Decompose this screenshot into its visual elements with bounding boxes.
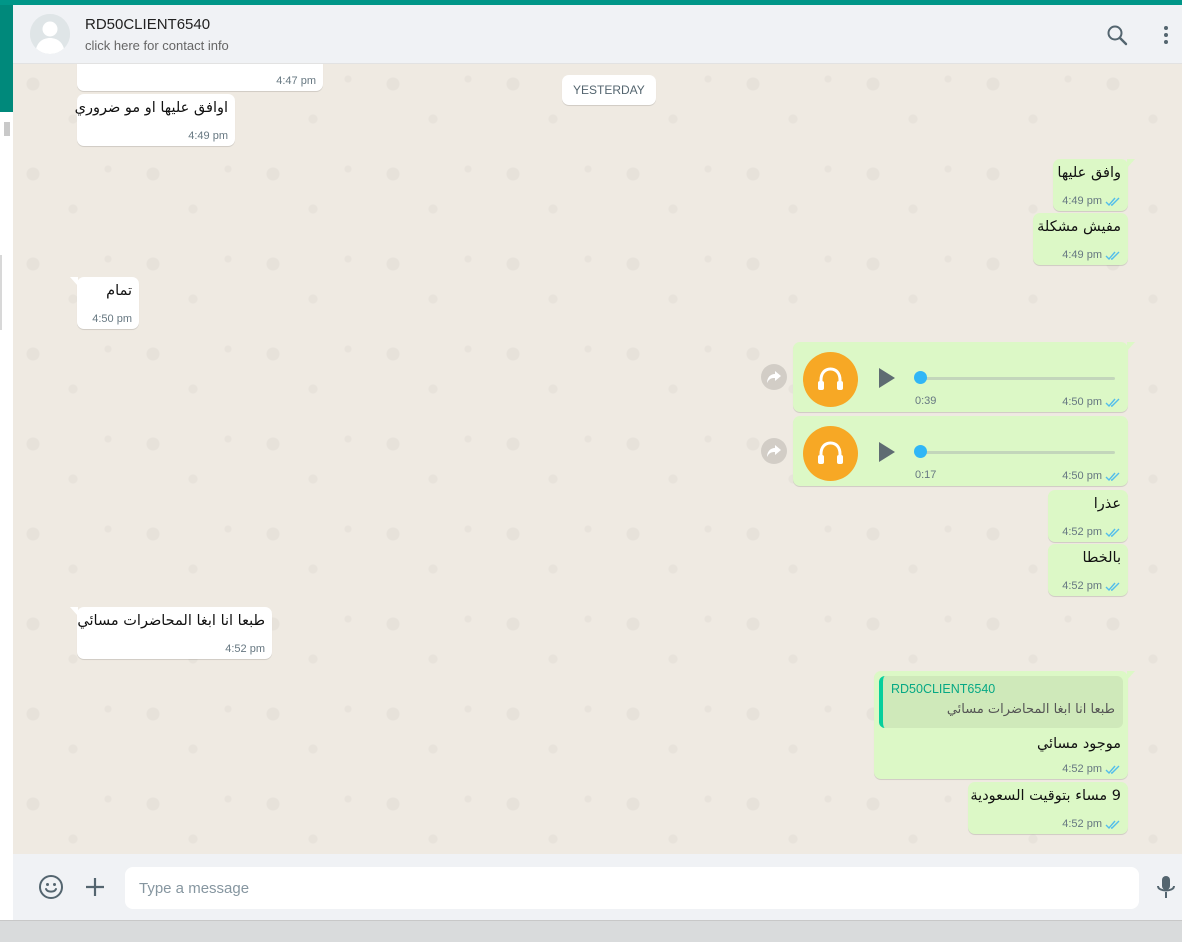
message-time: 4:52 pm bbox=[1062, 818, 1102, 830]
chat-list-scroll-track bbox=[0, 255, 2, 330]
message-time: 4:50 pm bbox=[1062, 470, 1102, 482]
double-check-icon bbox=[1105, 197, 1120, 206]
headphones-icon bbox=[803, 426, 858, 481]
message-text: وافق عليها bbox=[1057, 165, 1121, 181]
chat-list-scrollbar[interactable] bbox=[4, 122, 10, 136]
contact-name[interactable]: RD50CLIENT6540 bbox=[85, 16, 211, 33]
double-check-icon bbox=[1105, 472, 1120, 481]
message-time: 4:52 pm bbox=[1062, 526, 1102, 538]
message-text: بالخطا bbox=[1082, 550, 1121, 566]
message-text: عذرا bbox=[1093, 496, 1121, 512]
message-list[interactable]: YESTERDAY 4:47 pm اوافق عليها او مو ضرور… bbox=[13, 64, 1182, 854]
play-icon[interactable] bbox=[877, 440, 897, 469]
avatar-icon[interactable] bbox=[30, 14, 70, 54]
message-bubble-incoming[interactable]: 4:47 pm bbox=[77, 64, 323, 91]
voice-progress-track[interactable] bbox=[920, 377, 1115, 380]
message-bubble-outgoing[interactable]: عذرا 4:52 pm bbox=[1048, 490, 1128, 542]
message-text: مفيش مشكلة bbox=[1037, 219, 1121, 235]
message-time: 4:49 pm bbox=[1062, 249, 1102, 261]
chat-list-edge bbox=[0, 112, 14, 920]
message-bubble-outgoing[interactable]: وافق عليها 4:49 pm bbox=[1053, 159, 1135, 211]
contact-info-hint[interactable]: click here for contact info bbox=[85, 38, 229, 53]
play-icon[interactable] bbox=[877, 366, 897, 395]
top-accent-bar bbox=[0, 0, 1182, 5]
voice-message-outgoing[interactable]: 0:39 4:50 pm bbox=[793, 342, 1135, 412]
voice-duration: 0:17 bbox=[915, 469, 937, 481]
forward-icon[interactable] bbox=[761, 438, 787, 464]
message-time: 4:49 pm bbox=[1062, 195, 1102, 207]
quoted-text: طبعا انا ابغا المحاضرات مسائي bbox=[946, 702, 1115, 717]
voice-duration: 0:39 bbox=[915, 395, 937, 407]
message-time: 4:52 pm bbox=[225, 643, 265, 655]
date-divider: YESTERDAY bbox=[562, 75, 656, 105]
voice-progress-track[interactable] bbox=[920, 451, 1115, 454]
quoted-sender: RD50CLIENT6540 bbox=[891, 682, 996, 696]
message-text: طبعا انا ابغا المحاضرات مسائي bbox=[77, 613, 265, 629]
message-time: 4:50 pm bbox=[92, 313, 132, 325]
emoji-icon[interactable] bbox=[38, 874, 64, 900]
message-bubble-incoming[interactable]: اوافق عليها او مو ضروري 4:49 pm bbox=[74, 94, 235, 146]
message-time: 4:52 pm bbox=[1062, 580, 1102, 592]
message-time: 4:50 pm bbox=[1062, 396, 1102, 408]
message-bubble-outgoing[interactable]: 9 مساء بتوقيت السعودية 4:52 pm bbox=[968, 782, 1128, 834]
window-bottom-bar bbox=[0, 920, 1182, 942]
mic-icon[interactable] bbox=[1153, 874, 1179, 900]
message-text: اوافق عليها او مو ضروري bbox=[74, 100, 228, 116]
message-bubble-incoming[interactable]: تمام 4:50 pm bbox=[70, 277, 139, 329]
double-check-icon bbox=[1105, 582, 1120, 591]
message-bubble-outgoing[interactable]: بالخطا 4:52 pm bbox=[1048, 544, 1128, 596]
message-time: 4:52 pm bbox=[1062, 763, 1102, 775]
message-time: 4:49 pm bbox=[188, 130, 228, 142]
message-text: 9 مساء بتوقيت السعودية bbox=[970, 788, 1121, 804]
message-time: 4:47 pm bbox=[276, 75, 316, 87]
conversation-header[interactable]: RD50CLIENT6540 click here for contact in… bbox=[13, 5, 1182, 64]
double-check-icon bbox=[1105, 398, 1120, 407]
voice-seek-knob[interactable] bbox=[914, 371, 927, 384]
voice-message-outgoing[interactable]: 0:17 4:50 pm bbox=[793, 416, 1128, 486]
double-check-icon bbox=[1105, 528, 1120, 537]
message-bubble-incoming[interactable]: طبعا انا ابغا المحاضرات مسائي 4:52 pm bbox=[70, 607, 272, 659]
message-composer bbox=[13, 854, 1182, 920]
double-check-icon bbox=[1105, 251, 1120, 260]
menu-icon[interactable] bbox=[1154, 23, 1178, 47]
message-bubble-outgoing[interactable]: مفيش مشكلة 4:49 pm bbox=[1033, 213, 1128, 265]
forward-icon[interactable] bbox=[761, 364, 787, 390]
quoted-message[interactable]: RD50CLIENT6540 طبعا انا ابغا المحاضرات م… bbox=[879, 676, 1123, 728]
voice-seek-knob[interactable] bbox=[914, 445, 927, 458]
reply-message-outgoing[interactable]: RD50CLIENT6540 طبعا انا ابغا المحاضرات م… bbox=[874, 671, 1135, 779]
message-text: تمام bbox=[106, 283, 132, 299]
message-text: موجود مسائي bbox=[1036, 736, 1121, 752]
left-accent-strip bbox=[0, 5, 13, 112]
double-check-icon bbox=[1105, 765, 1120, 774]
double-check-icon bbox=[1105, 820, 1120, 829]
plus-icon[interactable] bbox=[82, 874, 108, 900]
headphones-icon bbox=[803, 352, 858, 407]
search-icon[interactable] bbox=[1105, 23, 1129, 47]
message-input[interactable] bbox=[125, 867, 1139, 909]
